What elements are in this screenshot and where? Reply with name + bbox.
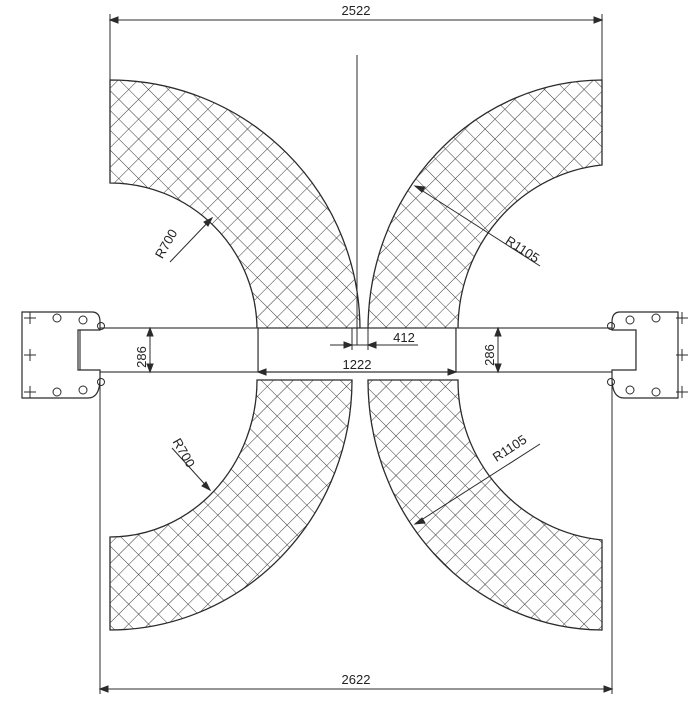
right-base-plate	[607, 311, 688, 399]
dim-bottom-width	[98, 382, 614, 694]
left-base-plate	[21, 311, 105, 399]
radius-bottom-right-label: R1105	[490, 432, 529, 465]
dim-top-width-label: 2522	[342, 3, 371, 18]
dim-arm-span	[256, 368, 458, 376]
dim-left-height-label: 286	[134, 346, 149, 368]
dim-arm-span-label: 1222	[343, 357, 372, 372]
radius-leaders	[169, 185, 541, 525]
dim-top-width	[108, 14, 604, 82]
arm-bar	[79, 327, 637, 373]
sweep-bottom-right	[367, 379, 603, 631]
dim-right-height	[494, 326, 502, 374]
dim-bottom-width-label: 2622	[342, 672, 371, 687]
dim-arm-gap	[330, 328, 418, 350]
radius-bottom-left-label: R700	[170, 436, 199, 470]
sweep-top-right	[367, 79, 603, 331]
radius-top-right-label: R1105	[503, 233, 542, 266]
dim-arm-gap-label: 412	[393, 330, 415, 345]
arm-sweep-regions	[109, 79, 603, 631]
sweep-bottom-left	[109, 379, 353, 631]
dim-left-height	[146, 326, 154, 374]
dim-right-height-label: 286	[482, 344, 497, 366]
sweep-top-left	[109, 79, 361, 331]
